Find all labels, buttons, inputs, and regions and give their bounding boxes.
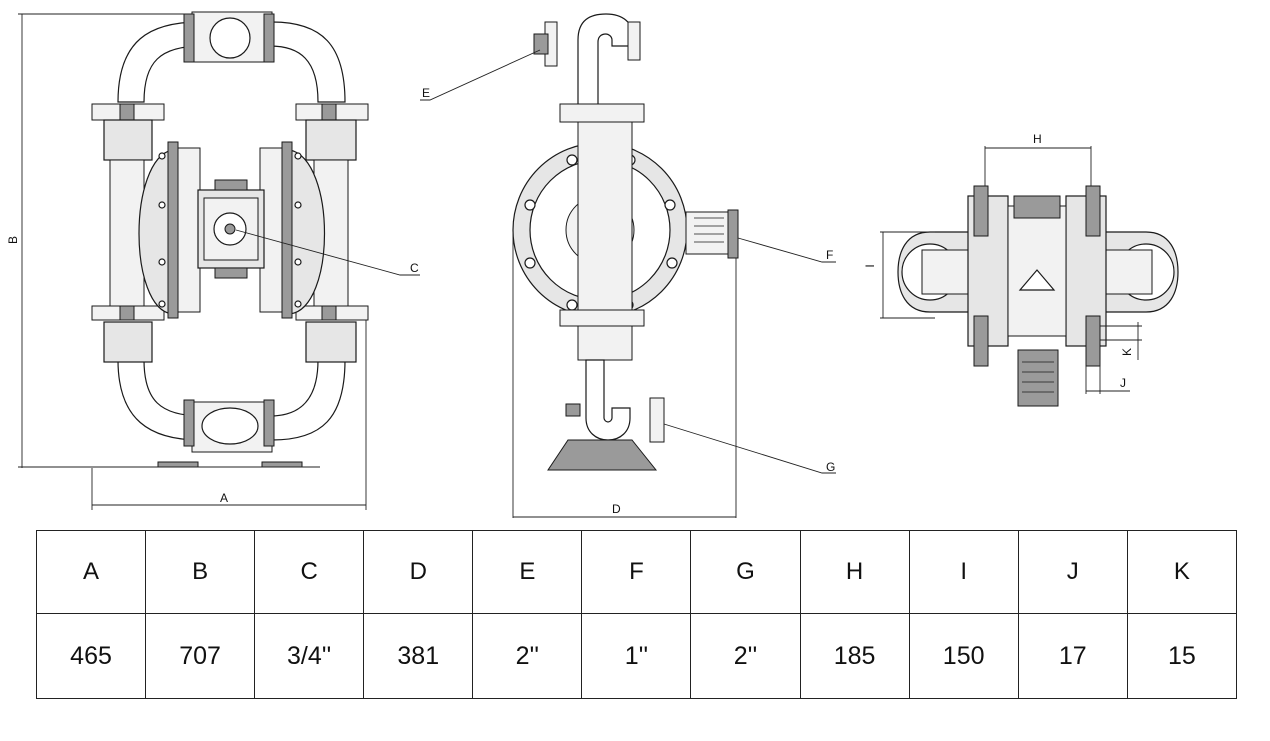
header-cell: A [35, 530, 147, 614]
header-cell: K [1126, 530, 1238, 614]
value-cell: 150 [908, 613, 1019, 699]
callout-label-e: E [422, 86, 430, 100]
value-cell: 2'' [472, 613, 583, 699]
value-cell: 707 [145, 613, 256, 699]
value-cell: 3/4'' [254, 613, 365, 699]
value-cell: 17 [1017, 613, 1128, 699]
header-cell: D [363, 530, 474, 614]
value-cell: 185 [799, 613, 910, 699]
dimension-label-a: A [220, 491, 228, 505]
dimension-label-d: D [612, 502, 621, 516]
top-view [880, 146, 1179, 407]
callout-label-f: F [826, 248, 833, 262]
dimension-label-j: J [1120, 376, 1126, 390]
value-cell: 15 [1126, 613, 1238, 699]
value-cell: 381 [363, 613, 474, 699]
dimension-label-i: I [863, 264, 877, 267]
header-cell: G [690, 530, 801, 614]
header-cell: J [1017, 530, 1128, 614]
callout-label-g: G [826, 460, 835, 474]
dimension-label-h: H [1033, 132, 1042, 146]
callout-label-c: C [410, 261, 419, 275]
header-cell: B [145, 530, 256, 614]
front-view [18, 11, 420, 510]
header-cell: H [799, 530, 910, 614]
pump-technical-drawing: A B C [6, 11, 1179, 518]
side-view [420, 13, 836, 518]
header-cell: I [908, 530, 1019, 614]
dimension-label-b: B [6, 236, 20, 244]
dimension-label-k: K [1120, 348, 1134, 356]
header-cell: F [581, 530, 692, 614]
dimensions-value-row: 465 707 3/4'' 381 2'' 1'' 2'' 185 150 17… [35, 613, 1238, 699]
dimensions-table: A B C D E F G H I J K 465 707 3/4'' 381 … [35, 530, 1238, 699]
dimensions-header-row: A B C D E F G H I J K [35, 530, 1238, 614]
value-cell: 2'' [690, 613, 801, 699]
value-cell: 1'' [581, 613, 692, 699]
value-cell: 465 [35, 613, 147, 699]
header-cell: E [472, 530, 583, 614]
header-cell: C [254, 530, 365, 614]
